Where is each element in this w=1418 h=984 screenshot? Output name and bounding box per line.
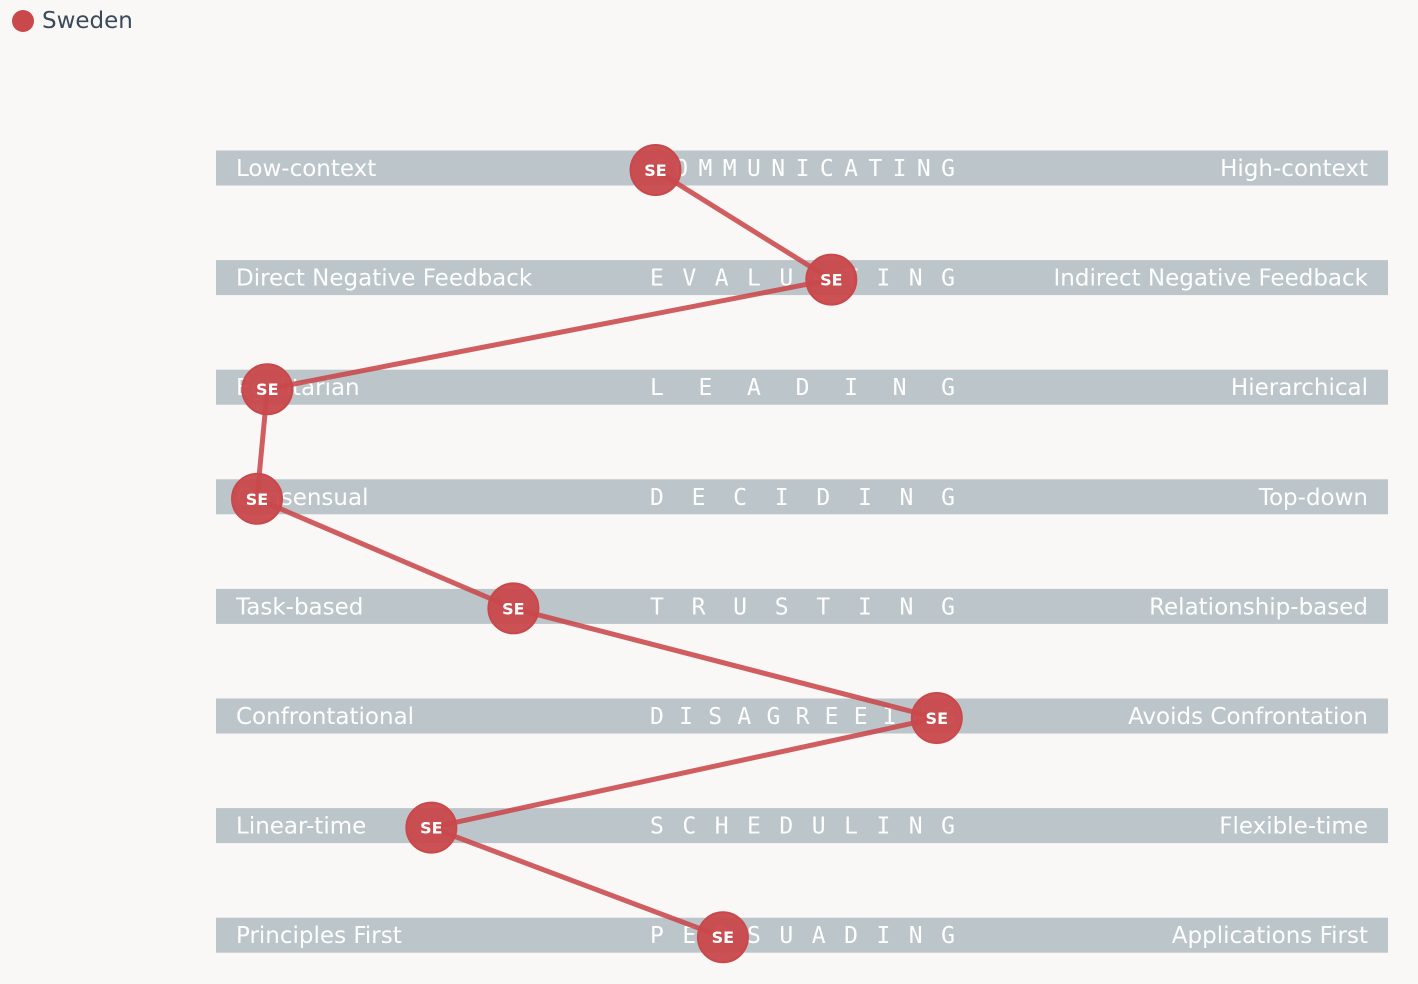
scale-left-label-communicating: Low-context — [236, 156, 376, 182]
marker-circle[interactable] — [696, 911, 749, 964]
scale-row-disagreeing: ConfrontationalDISAGREEINGAvoids Confron… — [216, 698, 1388, 734]
scale-row-communicating: Low-context COMMUNICATING High-context — [216, 150, 1388, 186]
marker-circle[interactable] — [231, 472, 284, 525]
scale-bands: Low-context COMMUNICATING High-contextDire… — [216, 150, 1388, 953]
scale-left-label-persuading: Principles First — [236, 923, 402, 949]
scale-right-label-persuading: Applications First — [1172, 923, 1368, 949]
scale-left-label-scheduling: Linear-time — [236, 814, 366, 840]
scale-right-label-communicating: High-context — [1220, 156, 1368, 182]
scale-name-communicating: COMMUNICATING — [650, 156, 955, 182]
data-point-evaluating[interactable]: SE — [805, 253, 858, 306]
marker-label: SE — [502, 599, 524, 618]
data-point-deciding[interactable]: SE — [231, 472, 284, 525]
scale-name-leading: LEADING — [650, 375, 955, 401]
marker-label: SE — [420, 819, 442, 838]
scale-right-label-evaluating: Indirect Negative Feedback — [1054, 266, 1369, 292]
scale-band-scheduling — [216, 808, 1388, 844]
data-point-scheduling[interactable]: SE — [405, 801, 458, 854]
scale-right-label-trusting: Relationship-based — [1149, 594, 1368, 620]
marker-circle[interactable] — [629, 144, 682, 196]
series-markers: SE SE SE SE SE SE SE SE — [231, 144, 963, 964]
scale-band-persuading — [216, 917, 1388, 953]
scale-band-communicating — [216, 150, 1388, 186]
scale-band-evaluating — [216, 260, 1388, 296]
marker-circle[interactable] — [910, 692, 963, 744]
scale-band-disagreeing — [216, 698, 1388, 734]
data-point-disagreeing[interactable]: SE — [910, 692, 963, 744]
scale-band-trusting — [216, 588, 1388, 624]
marker-label: SE — [644, 161, 666, 180]
scale-left-label-trusting: Task-based — [235, 594, 363, 620]
marker-circle[interactable] — [241, 363, 294, 416]
scale-left-label-disagreeing: Confrontational — [236, 704, 414, 730]
data-point-trusting[interactable]: SE — [487, 582, 540, 635]
marker-circle[interactable] — [405, 801, 458, 854]
marker-label: SE — [820, 271, 842, 290]
marker-label: SE — [926, 709, 948, 728]
scale-band-deciding — [216, 479, 1388, 515]
scale-row-persuading: Principles FirstPERSUADINGApplications F… — [216, 917, 1388, 953]
scale-right-label-disagreeing: Avoids Confrontation — [1128, 704, 1368, 730]
series-line-sweden — [254, 167, 940, 940]
legend[interactable]: Sweden — [12, 8, 133, 34]
scale-left-label-evaluating: Direct Negative Feedback — [236, 266, 533, 292]
scale-right-label-leading: Hierarchical — [1231, 375, 1368, 401]
data-point-persuading[interactable]: SE — [696, 911, 749, 964]
legend-marker-icon — [12, 10, 34, 32]
marker-label: SE — [256, 380, 278, 399]
marker-circle[interactable] — [805, 253, 858, 306]
marker-label: SE — [246, 490, 268, 509]
data-point-leading[interactable]: SE — [241, 363, 294, 416]
scale-right-label-deciding: Top-down — [1258, 485, 1368, 511]
marker-label: SE — [712, 928, 734, 947]
scale-row-evaluating: Direct Negative FeedbackEVALUATINGIndire… — [216, 260, 1388, 296]
data-point-communicating[interactable]: SE — [629, 144, 682, 196]
scale-band-leading — [216, 369, 1388, 405]
marker-circle[interactable] — [487, 582, 540, 635]
scale-right-label-scheduling: Flexible-time — [1219, 814, 1368, 840]
legend-label: Sweden — [42, 8, 133, 34]
